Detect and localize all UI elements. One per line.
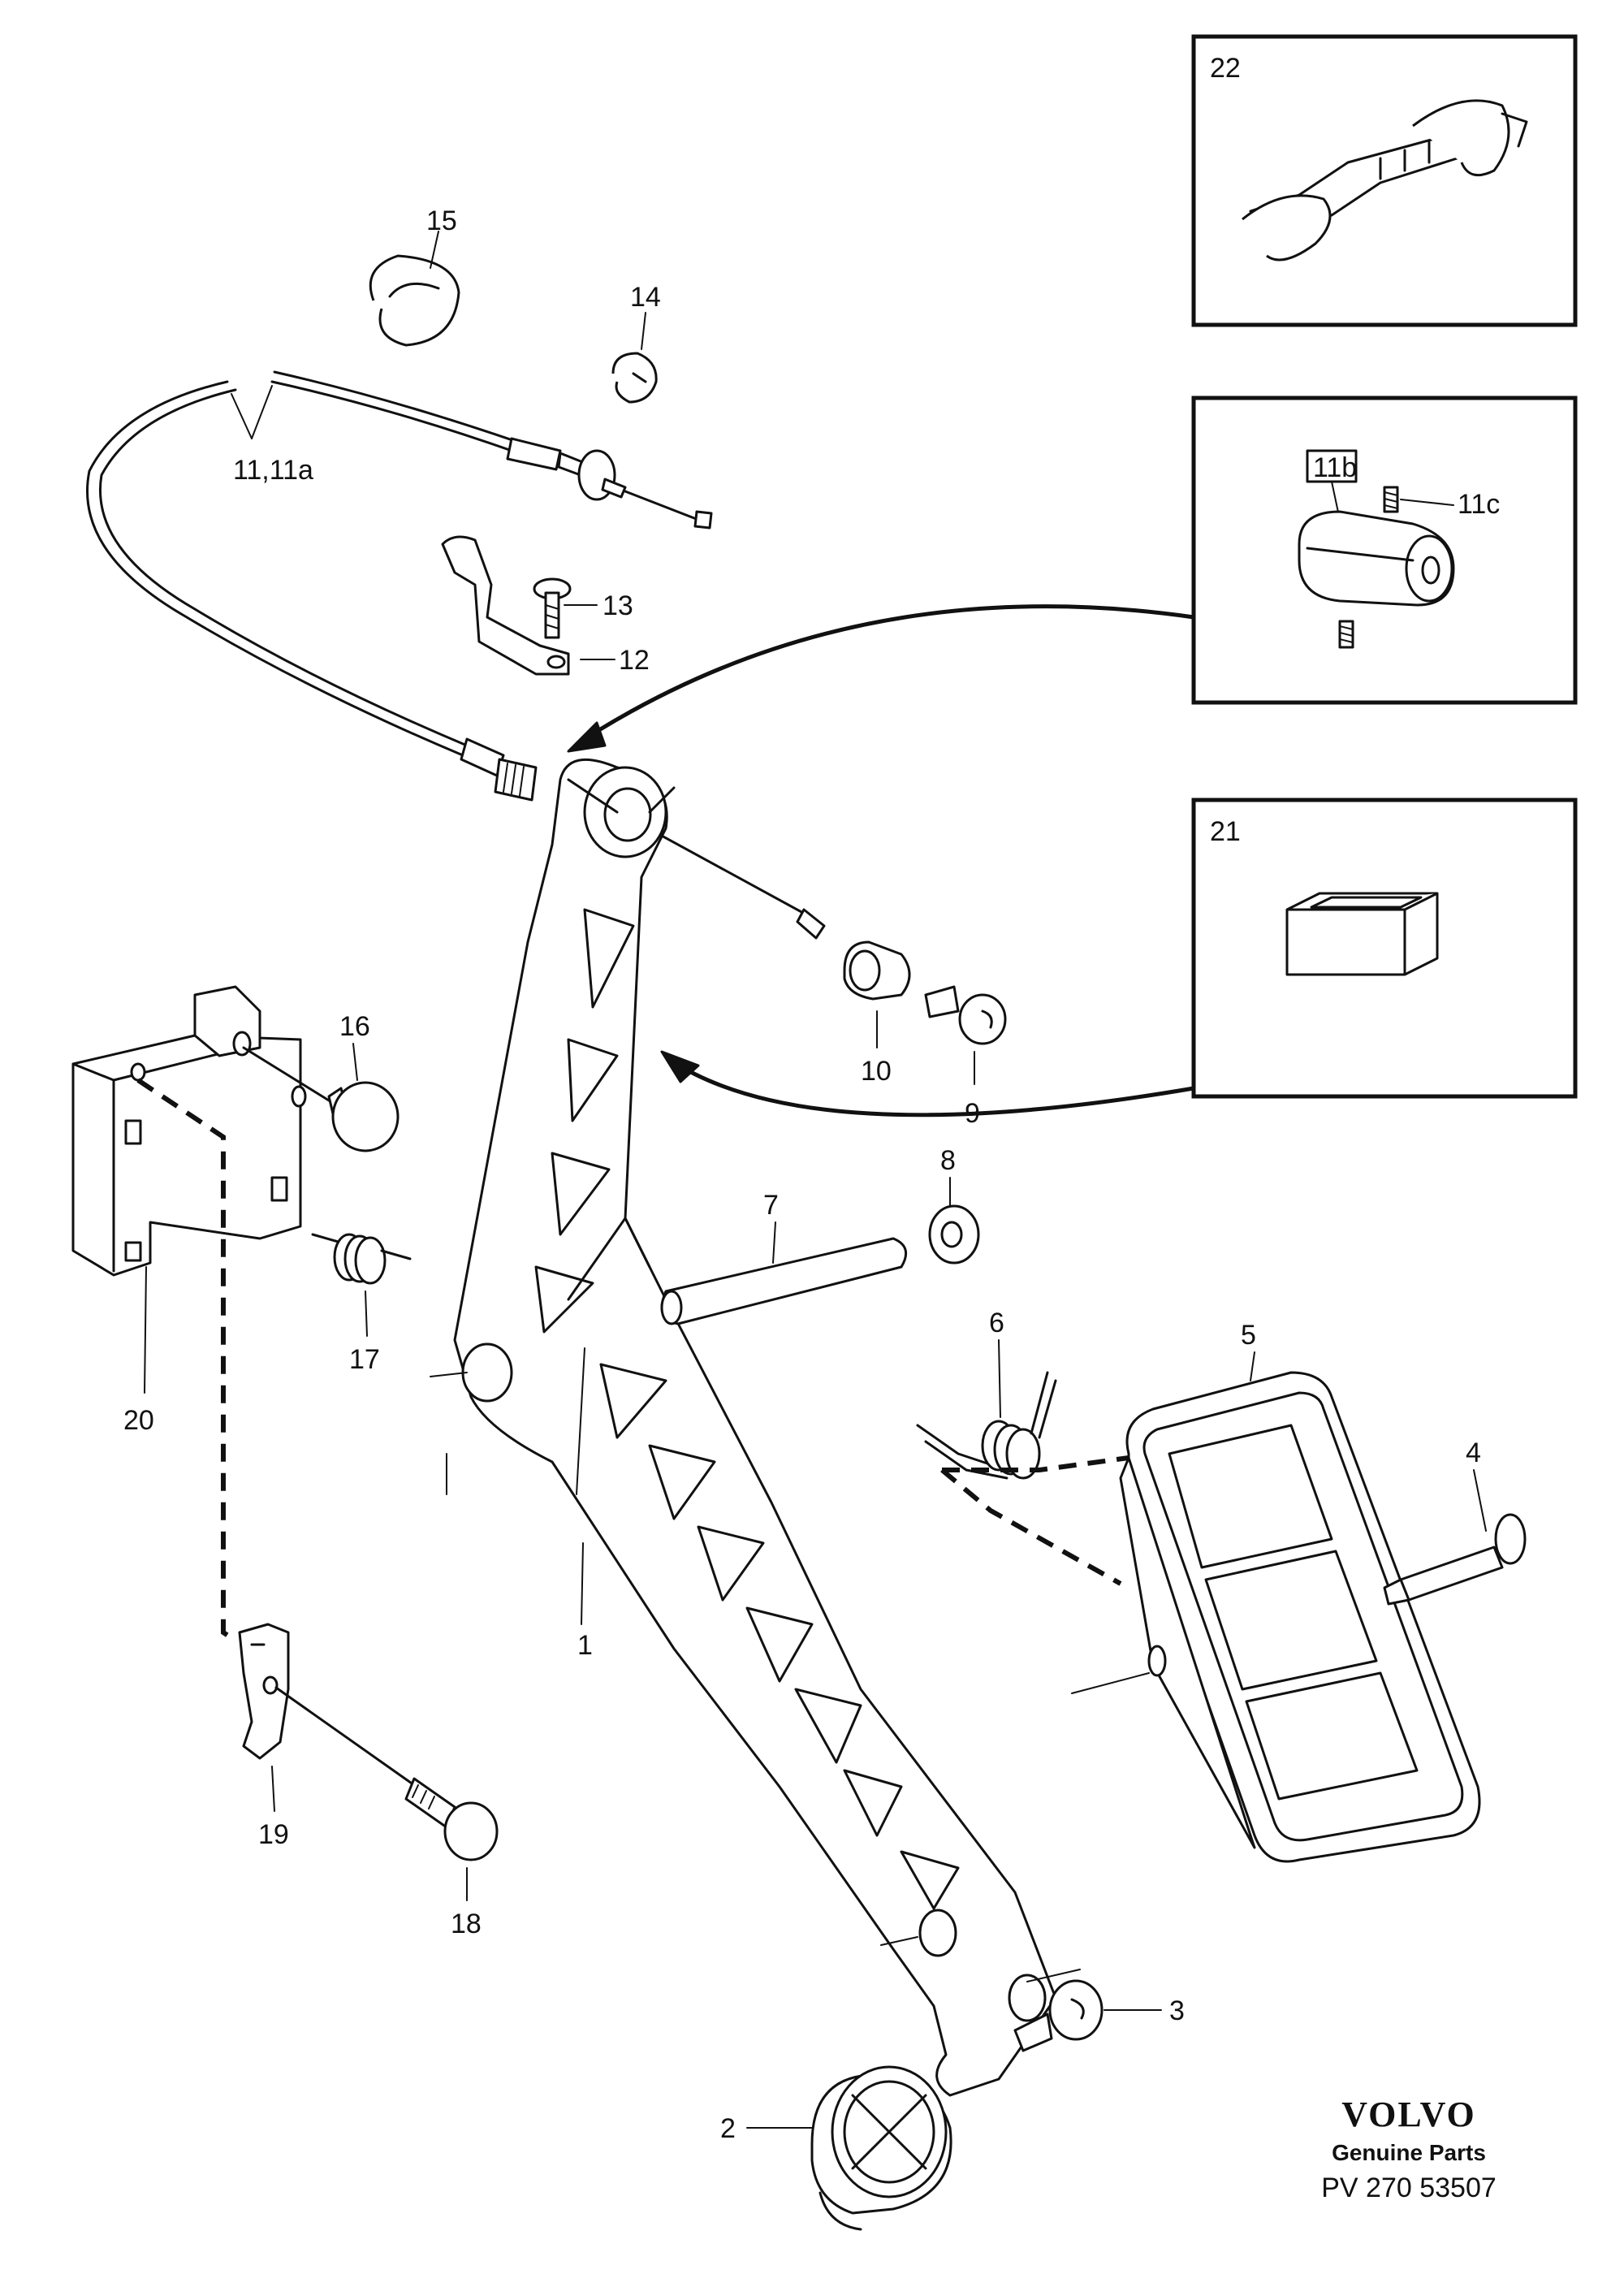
bump-stop-part-16 bbox=[242, 1046, 400, 1152]
callout-13: 13 bbox=[603, 590, 633, 621]
footer-branding: VOLVO Genuine Parts PV 270 53507 bbox=[1321, 2095, 1497, 2203]
callout-19: 19 bbox=[258, 1819, 289, 1850]
bracket-part-20 bbox=[71, 985, 307, 1277]
washer-part-8 bbox=[928, 1204, 980, 1265]
sleeve-part-11b bbox=[1298, 510, 1455, 607]
callout-16: 16 bbox=[339, 1011, 370, 1042]
set-screw-11c-top bbox=[1383, 486, 1399, 513]
pedal-pad-part-5 bbox=[1119, 1371, 1481, 1863]
callout-10: 10 bbox=[861, 1056, 892, 1087]
bolt-part-3 bbox=[1013, 1979, 1104, 2052]
callout-6: 6 bbox=[989, 1308, 1004, 1338]
callout-1: 1 bbox=[577, 1630, 593, 1661]
arrow-to-cable-end bbox=[582, 604, 1196, 741]
bolt-part-18 bbox=[274, 1686, 499, 1861]
inset-box-22: 22 bbox=[1191, 34, 1578, 327]
callout-8: 8 bbox=[940, 1145, 956, 1176]
callout-3: 3 bbox=[1169, 1995, 1185, 2026]
callout-2: 2 bbox=[720, 2113, 736, 2144]
callout-20: 20 bbox=[123, 1405, 154, 1436]
spring-part-17 bbox=[311, 1233, 412, 1285]
cable-adjuster-part-22 bbox=[1242, 99, 1528, 262]
pin-part-9 bbox=[924, 985, 1007, 1045]
clip-part-19 bbox=[238, 1623, 290, 1760]
inset-box-11b: 11b 11c bbox=[1191, 396, 1578, 705]
pad-insert-part-21 bbox=[1285, 892, 1439, 976]
inset-box-21: 21 bbox=[1191, 798, 1578, 1099]
callout-11: 11,11a bbox=[233, 455, 313, 486]
callout-22: 22 bbox=[1210, 53, 1241, 84]
clip-part-14 bbox=[611, 352, 658, 404]
callout-11c: 11c bbox=[1458, 489, 1500, 520]
shaft-part-7 bbox=[660, 1237, 908, 1325]
callout-11b: 11b bbox=[1313, 452, 1357, 483]
callout-12: 12 bbox=[619, 645, 650, 676]
pedal-arm-part-1 bbox=[453, 758, 1057, 2097]
callout-9: 9 bbox=[965, 1098, 980, 1129]
clip-part-15 bbox=[369, 254, 460, 347]
part-number-code: PV 270 53507 bbox=[1321, 2172, 1497, 2203]
label-box-11b bbox=[1306, 449, 1358, 483]
callout-5: 5 bbox=[1241, 1320, 1256, 1351]
spring-part-6 bbox=[916, 1371, 1057, 1480]
pin-part-4 bbox=[1383, 1513, 1527, 1606]
spring-to-pad-dashed-line bbox=[940, 1455, 1129, 1586]
accelerator-cable-11 bbox=[86, 370, 826, 940]
callout-18: 18 bbox=[451, 1909, 482, 1939]
callout-17: 17 bbox=[349, 1344, 380, 1375]
callout-4: 4 bbox=[1466, 1437, 1481, 1468]
grommet-part-2 bbox=[810, 2065, 952, 2231]
callout-21: 21 bbox=[1210, 816, 1241, 847]
callout-7: 7 bbox=[763, 1190, 779, 1221]
callout-14: 14 bbox=[630, 282, 661, 313]
bracket-part-12 bbox=[441, 535, 570, 676]
arrow-to-pedal-arm bbox=[667, 1057, 1196, 1118]
bushing-part-10 bbox=[843, 940, 911, 1001]
callout-15: 15 bbox=[426, 205, 457, 236]
set-screw-11c-bottom bbox=[1338, 620, 1354, 649]
volvo-logo: VOLVO bbox=[1341, 2095, 1476, 2134]
bolt-part-13 bbox=[533, 577, 572, 639]
genuine-parts-text: Genuine Parts bbox=[1332, 2140, 1486, 2165]
